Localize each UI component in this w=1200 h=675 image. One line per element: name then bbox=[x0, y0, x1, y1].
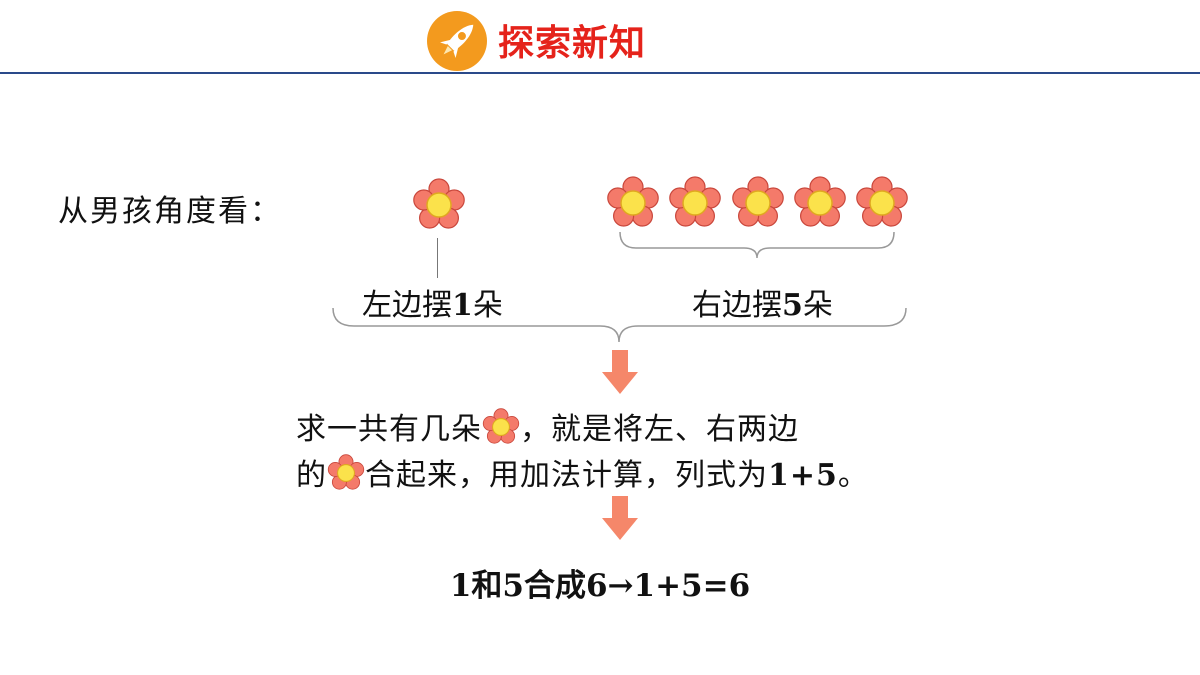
flower-icon bbox=[855, 176, 909, 230]
flower-icon bbox=[793, 176, 847, 230]
flower-icon bbox=[606, 176, 660, 230]
right-group-brace bbox=[619, 231, 895, 259]
flower-icon bbox=[731, 176, 785, 230]
explanation-line-1: 求一共有几朵，就是将左、右两边 bbox=[296, 404, 799, 448]
total-brace bbox=[332, 307, 907, 343]
flower-icon bbox=[668, 176, 722, 230]
explanation-line-2: 的合起来，用加法计算，列式为1+5。 bbox=[296, 450, 869, 494]
perspective-label: 从男孩角度看： bbox=[58, 194, 282, 229]
result-equation: 1和5合成6→1+5=6 bbox=[449, 568, 751, 604]
left-label: 左边摆1朵 bbox=[362, 288, 503, 323]
header-divider bbox=[0, 72, 1200, 74]
flower-icon bbox=[482, 408, 520, 446]
rocket-icon bbox=[426, 10, 488, 72]
down-arrow-icon bbox=[602, 496, 638, 540]
right-label: 右边摆5朵 bbox=[692, 288, 833, 323]
flower-icon bbox=[327, 454, 365, 492]
flower-icon bbox=[412, 178, 466, 232]
down-arrow-icon bbox=[602, 350, 638, 394]
page-title: 探索新知 bbox=[498, 23, 647, 64]
pointer-line bbox=[437, 238, 438, 278]
